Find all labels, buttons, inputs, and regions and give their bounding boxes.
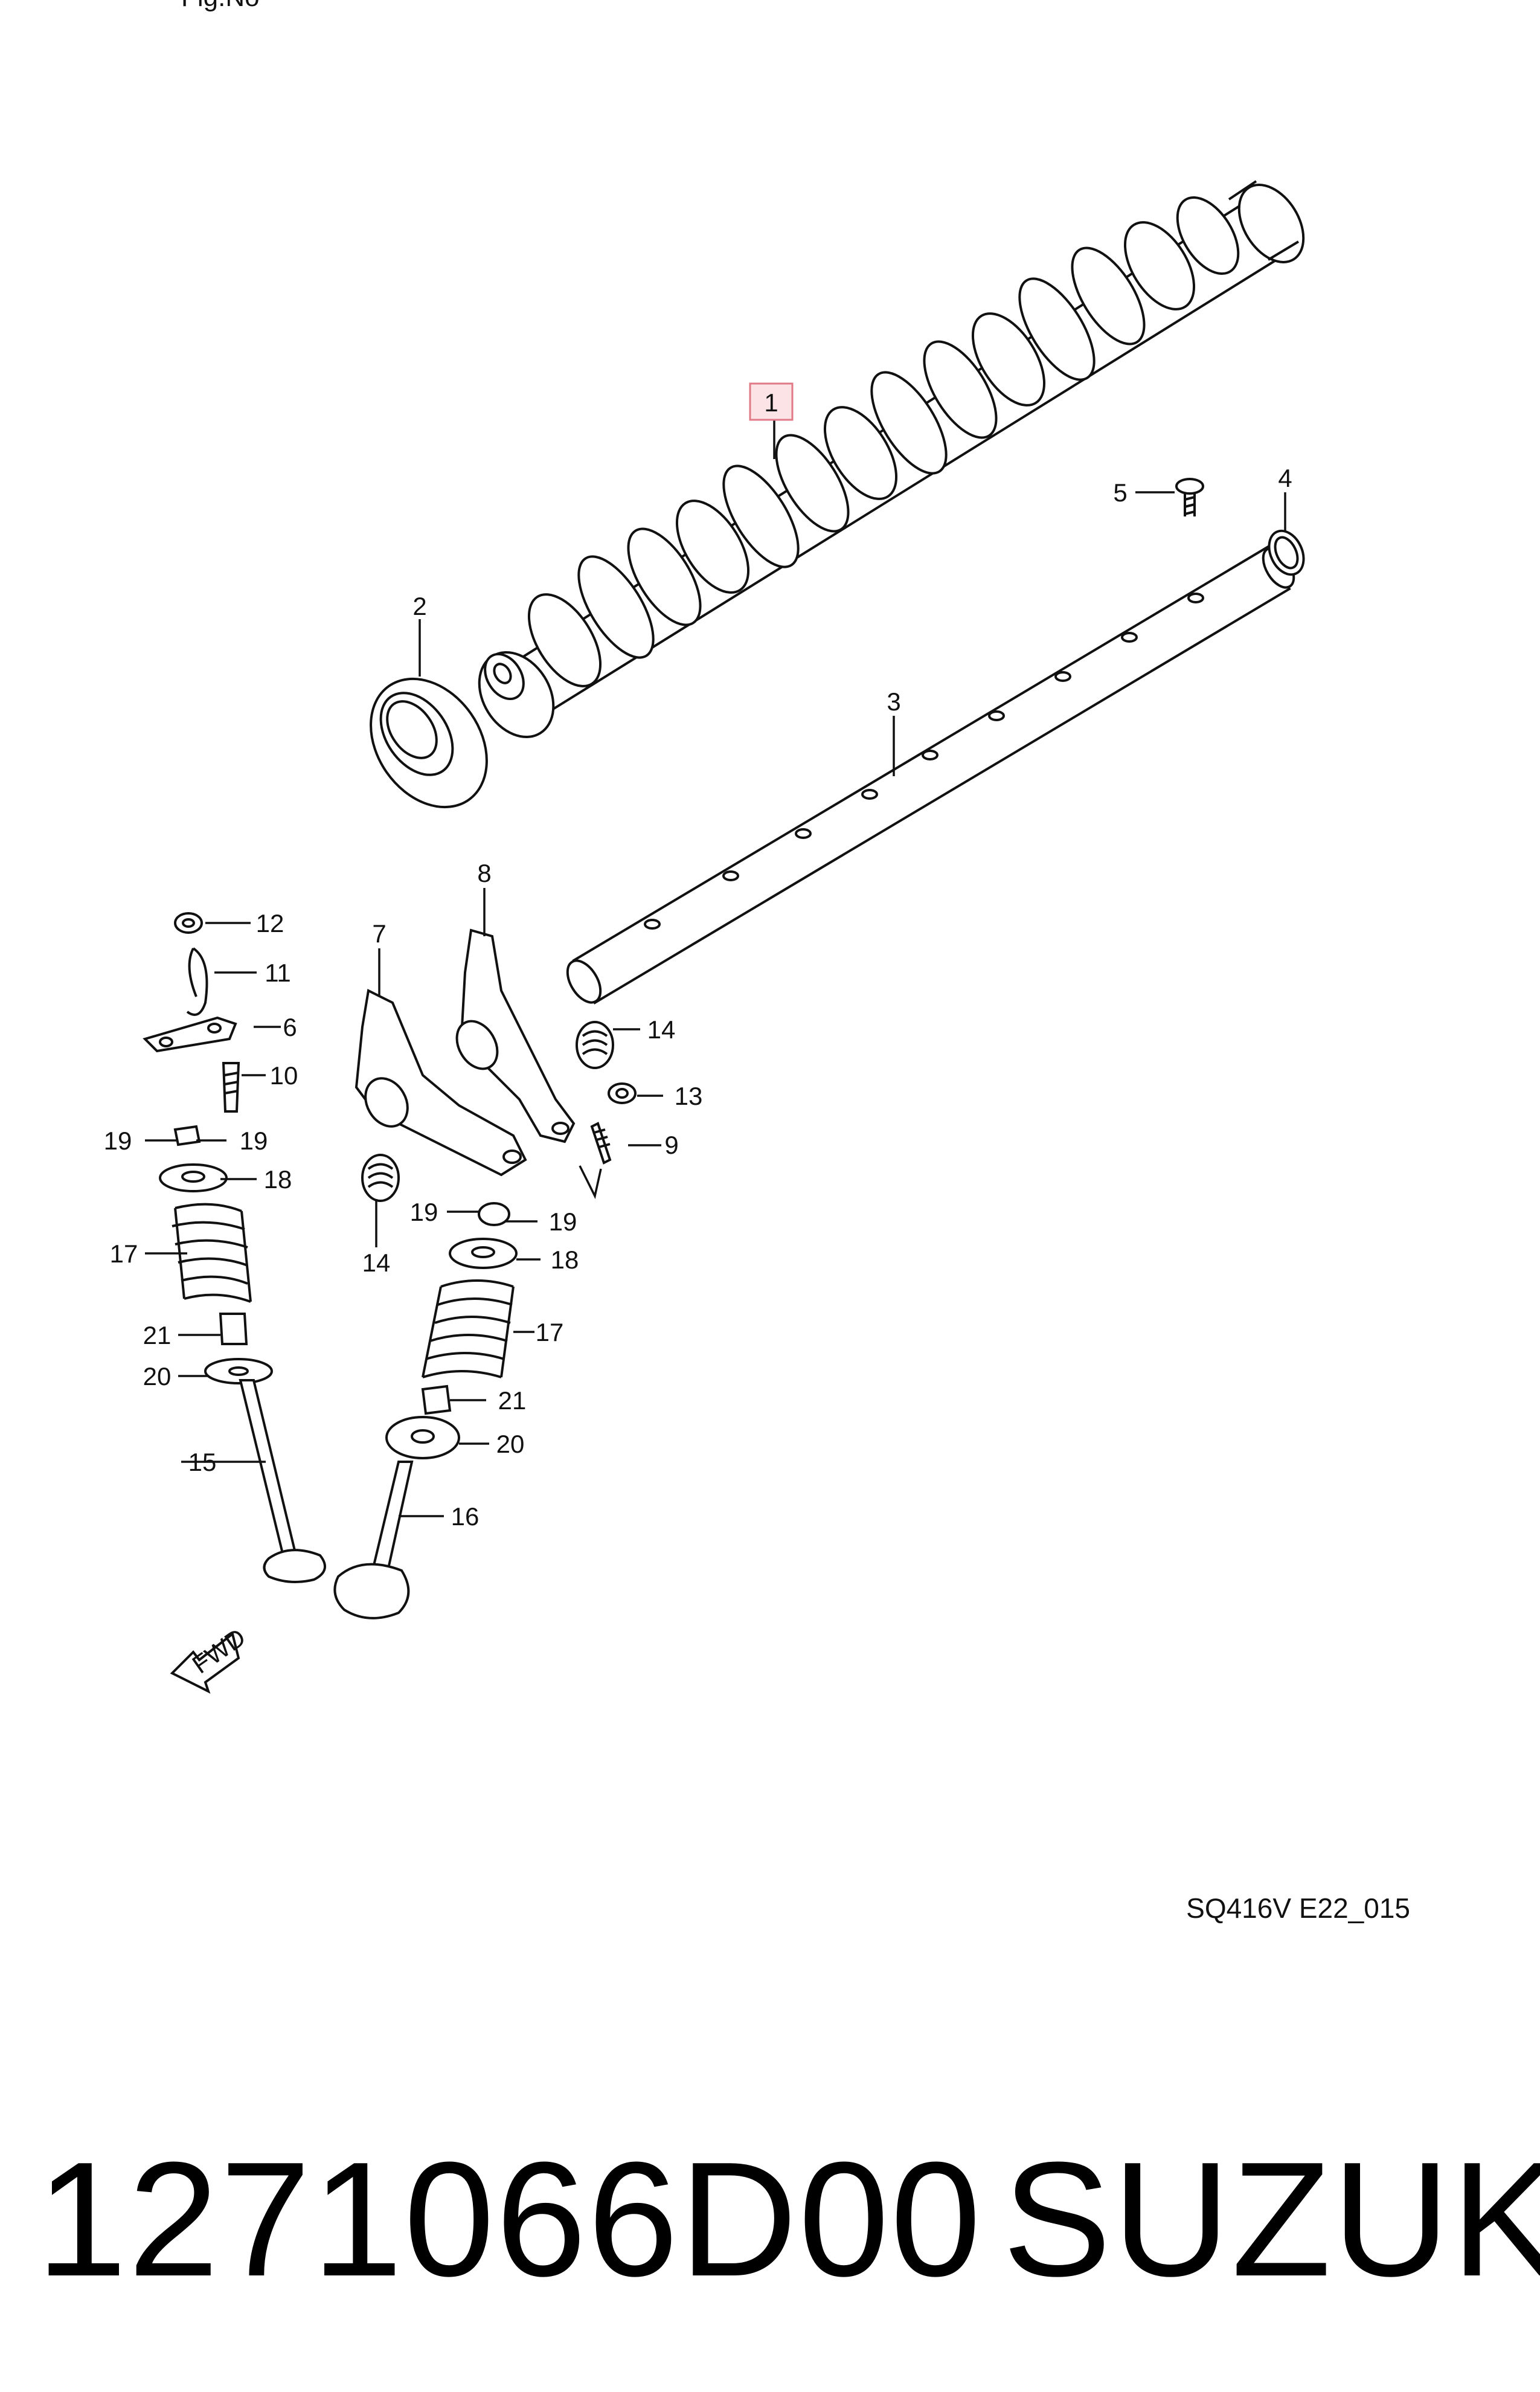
callout-19-left-a[interactable]: 19 <box>104 1127 132 1155</box>
callout-3[interactable]: 3 <box>887 687 900 716</box>
lock-nut-part-13[interactable] <box>608 1082 637 1104</box>
callout-9[interactable]: 9 <box>664 1131 678 1159</box>
adjusting-screw-part-9[interactable] <box>590 1122 612 1165</box>
callout-12[interactable]: 12 <box>256 909 284 937</box>
diagram-reference-code: SQ416V E22_015 <box>1186 1892 1410 1924</box>
callout-19-right-a[interactable]: 19 <box>410 1198 438 1226</box>
callout-18-left[interactable]: 18 <box>264 1165 292 1194</box>
footer-banner: 1271066D00 SUZUKI <box>0 2102 1540 2332</box>
callout-17-right[interactable]: 17 <box>536 1318 564 1346</box>
callout-21-left[interactable]: 21 <box>143 1321 172 1349</box>
rocker-arm-part-8[interactable] <box>449 928 576 1143</box>
spring-retainer-part-18-left[interactable] <box>159 1163 228 1192</box>
rocker-arm-shaft-part[interactable] <box>561 543 1300 1008</box>
rocker-spring-part-14-right[interactable] <box>576 1021 614 1069</box>
callout-15[interactable]: 15 <box>188 1448 217 1476</box>
callout-8[interactable]: 8 <box>477 859 491 887</box>
callout-7[interactable]: 7 <box>372 919 386 948</box>
parts-diagram: Fig.No <box>104 0 1410 1924</box>
spring-seat-part-20-right[interactable] <box>385 1416 460 1459</box>
spring-seat-part-20-left[interactable] <box>204 1358 273 1384</box>
callout-20-right[interactable]: 20 <box>496 1430 525 1458</box>
camshaft-part[interactable] <box>464 173 1317 751</box>
cam-lobes <box>527 196 1240 687</box>
callout-5[interactable]: 5 <box>1113 478 1127 507</box>
brand-name: SUZUKI <box>1003 2129 1540 2310</box>
intake-valve-part-15[interactable] <box>239 1379 326 1583</box>
callout-labels: 1 2 3 4 5 6 7 8 9 10 11 12 13 14 14 15 1… <box>104 382 1292 1531</box>
callout-21-right[interactable]: 21 <box>498 1386 527 1415</box>
callout-6[interactable]: 6 <box>283 1013 297 1041</box>
clip-part-11[interactable] <box>186 947 208 1016</box>
figure-caption-fragment: Fig.No <box>181 0 260 12</box>
exhaust-valve-part-16[interactable] <box>333 1461 414 1619</box>
spring-retainer-part-18-right[interactable] <box>449 1238 518 1269</box>
valve-cotter-part-19-right[interactable] <box>478 1202 510 1226</box>
callout-16[interactable]: 16 <box>451 1502 480 1531</box>
callout-11[interactable]: 11 <box>265 959 291 987</box>
valve-spring-part-17-right[interactable] <box>422 1279 515 1378</box>
callout-14-right[interactable]: 14 <box>647 1015 676 1044</box>
o-ring-part[interactable] <box>1262 526 1310 580</box>
plate-part-6[interactable] <box>143 1016 237 1053</box>
stem-seal-part-21-right[interactable] <box>421 1384 452 1415</box>
rocker-spring-part-14-left[interactable] <box>361 1154 400 1202</box>
shaft-oil-holes <box>644 593 1204 930</box>
callout-19-right-b[interactable]: 19 <box>549 1207 577 1236</box>
nut-part-12[interactable] <box>174 912 203 934</box>
shaft-bolt-part[interactable] <box>1175 478 1204 516</box>
callout-14-left[interactable]: 14 <box>362 1249 391 1277</box>
callout-18-right[interactable]: 18 <box>551 1246 579 1274</box>
callout-1[interactable]: 1 <box>764 388 778 417</box>
callout-20-left[interactable]: 20 <box>143 1362 172 1391</box>
highlighted-callout-box <box>749 382 794 421</box>
callout-2[interactable]: 2 <box>412 592 426 620</box>
oil-seal-part[interactable] <box>347 657 510 829</box>
callout-13[interactable]: 13 <box>675 1082 703 1110</box>
callout-19-left-b[interactable]: 19 <box>240 1127 268 1155</box>
rocker-arm-part-7[interactable] <box>355 989 527 1177</box>
callout-17-left[interactable]: 17 <box>110 1239 138 1268</box>
screw-part-10[interactable] <box>222 1062 240 1113</box>
callout-10[interactable]: 10 <box>270 1061 298 1090</box>
leader-lines <box>145 420 1286 1517</box>
part-number: 1271066D00 <box>36 2129 983 2310</box>
stem-seal-part-21-left[interactable] <box>219 1313 248 1345</box>
valve-cotter-part-19-left[interactable] <box>173 1125 201 1146</box>
callout-4[interactable]: 4 <box>1278 464 1292 492</box>
forward-direction-arrow: FWD <box>170 1622 251 1694</box>
